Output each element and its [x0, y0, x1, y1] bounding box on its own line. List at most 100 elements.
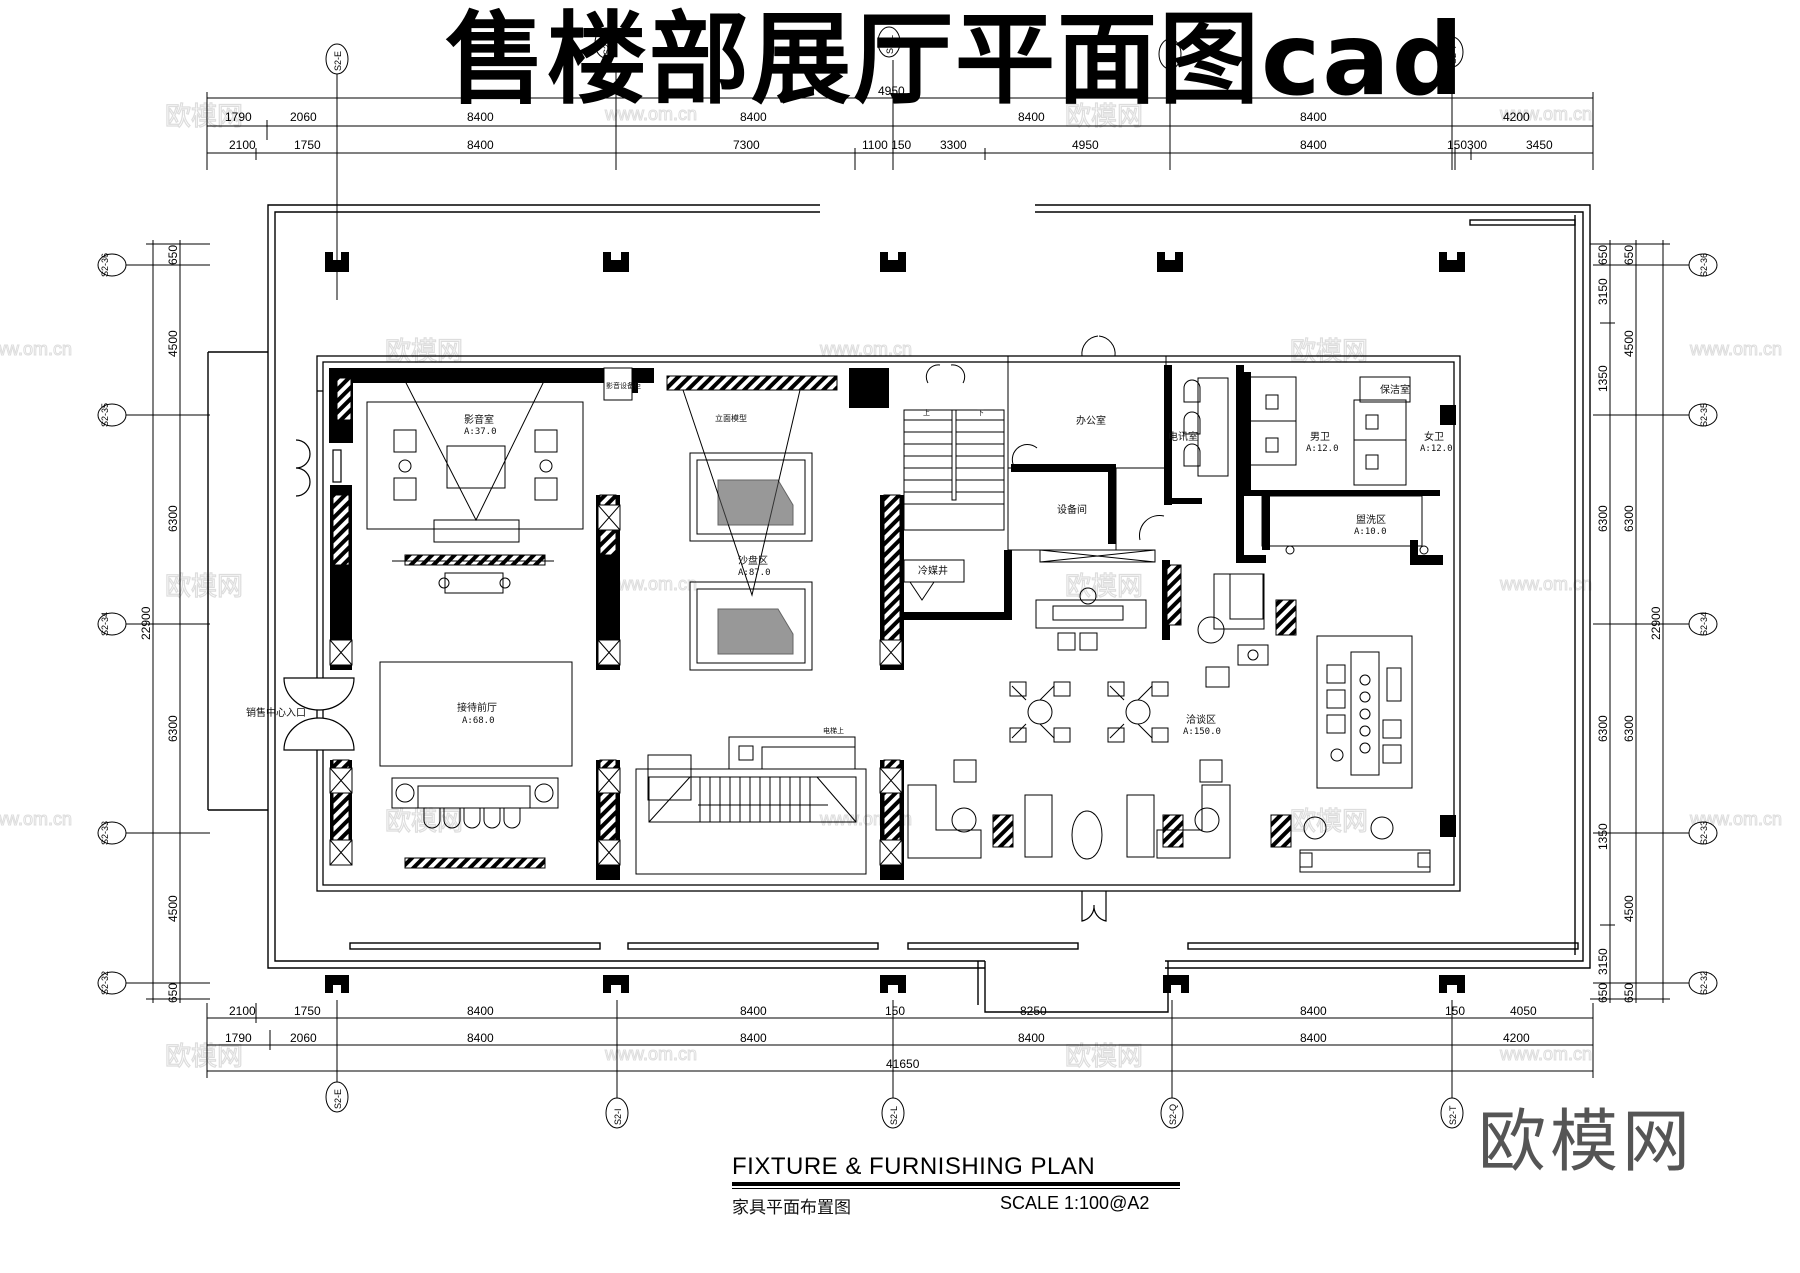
svg-text:150300: 150300 — [1447, 138, 1487, 152]
svg-text:A:87.0: A:87.0 — [738, 568, 771, 578]
svg-text:150: 150 — [1445, 1004, 1465, 1018]
svg-text:8400: 8400 — [740, 1004, 767, 1018]
room-mens-wc: 男卫 — [1310, 431, 1330, 443]
svg-text:S2-T: S2-T — [1448, 1105, 1458, 1125]
svg-text:www.om.cn: www.om.cn — [1499, 104, 1592, 124]
sand-table-area — [682, 389, 813, 671]
svg-text:4500: 4500 — [166, 330, 180, 357]
top-dimension-labels: 1790 2060 8400 8400 8400 8400 4200 4950 … — [225, 84, 1553, 152]
svg-text:4050: 4050 — [1510, 1004, 1537, 1018]
restrooms — [1183, 376, 1429, 555]
svg-text:影音设备柜: 影音设备柜 — [606, 381, 641, 390]
right-dimension-lines — [1590, 240, 1690, 1003]
top-axis-bubbles — [325, 26, 1464, 75]
svg-text:150: 150 — [885, 1004, 905, 1018]
svg-text:650: 650 — [1622, 245, 1636, 265]
svg-text:650: 650 — [1596, 245, 1610, 265]
room-negotiation: 洽谈区 — [1186, 713, 1216, 726]
svg-text:S2-Q: S2-Q — [1166, 45, 1176, 66]
svg-text:S2-36: S2-36 — [100, 253, 110, 277]
hatched-panels — [332, 375, 1297, 869]
room-coolant-shaft: 冷媒井 — [918, 564, 948, 577]
svg-text:8400: 8400 — [1018, 1031, 1045, 1045]
svg-text:3300: 3300 — [940, 138, 967, 152]
reception-area — [379, 661, 573, 829]
room-equipment: 设备间 — [1057, 503, 1087, 516]
svg-text:8400: 8400 — [467, 1031, 494, 1045]
right-dimension-labels: 650 3150 1350 6300 6300 1350 3150 650 65… — [1596, 245, 1663, 1003]
svg-text:1790: 1790 — [225, 1031, 252, 1045]
plan-title: FIXTURE & FURNISHING PLAN — [732, 1153, 1096, 1180]
svg-text:欧模网: 欧模网 — [165, 1042, 243, 1072]
svg-text:2100: 2100 — [229, 1004, 256, 1018]
plan-title-rule-thin — [732, 1188, 1180, 1189]
svg-text:www.om.cn: www.om.cn — [1689, 339, 1782, 359]
svg-text:4200: 4200 — [1503, 1031, 1530, 1045]
room-av: 影音室 — [464, 413, 494, 426]
svg-text:www.om.cn: www.om.cn — [0, 339, 72, 359]
svg-text:8400: 8400 — [1300, 138, 1327, 152]
svg-text:6300: 6300 — [166, 505, 180, 532]
svg-text:S2-Q: S2-Q — [1168, 1104, 1178, 1125]
svg-text:A:150.0: A:150.0 — [1183, 727, 1221, 737]
svg-text:欧模网: 欧模网 — [1065, 102, 1143, 132]
bottom-axis-bubbles — [325, 1081, 1464, 1129]
svg-text:1750: 1750 — [294, 138, 321, 152]
axis-labels: S2-E S2-I S2-L S2-Q S2-T S2-E S2-I S2-L … — [100, 35, 1709, 1125]
room-sand-table: 沙盘区 — [738, 554, 768, 567]
svg-text:S2-35: S2-35 — [1699, 403, 1709, 427]
room-office: 办公室 — [1076, 414, 1106, 427]
left-dimension-lines — [123, 240, 210, 1003]
svg-text:S2-34: S2-34 — [100, 612, 110, 636]
svg-text:S2-32: S2-32 — [100, 971, 110, 995]
svg-text:6300: 6300 — [1622, 715, 1636, 742]
svg-text:A:12.0: A:12.0 — [1420, 444, 1453, 454]
svg-text:1750: 1750 — [294, 1004, 321, 1018]
svg-text:S2-35: S2-35 — [100, 403, 110, 427]
svg-text:8400: 8400 — [740, 1031, 767, 1045]
av-room — [366, 367, 633, 594]
svg-text:22900: 22900 — [1649, 606, 1663, 640]
svg-text:650: 650 — [1596, 983, 1610, 1003]
svg-text:S2-36: S2-36 — [1699, 253, 1709, 277]
brand-watermark: 欧模网 — [1478, 1103, 1695, 1182]
svg-text:41650: 41650 — [886, 1057, 920, 1071]
svg-text:A:10.0: A:10.0 — [1354, 527, 1387, 537]
svg-text:欧模网: 欧模网 — [1065, 1042, 1143, 1072]
svg-text:www.om.cn: www.om.cn — [819, 339, 912, 359]
svg-text:电梯上: 电梯上 — [823, 726, 844, 735]
svg-text:1350: 1350 — [1596, 365, 1610, 392]
bottom-door — [1081, 891, 1107, 922]
svg-text:欧模网: 欧模网 — [165, 102, 243, 132]
svg-text:6300: 6300 — [1596, 715, 1610, 742]
plan-subtitle: 家具平面布置图 — [732, 1198, 851, 1218]
svg-text:S2-I: S2-I — [613, 1108, 623, 1125]
svg-text:www.om.cn: www.om.cn — [1499, 574, 1592, 594]
room-womens-wc: 女卫 — [1424, 430, 1444, 443]
svg-text:欧模网: 欧模网 — [1290, 807, 1368, 837]
svg-text:8400: 8400 — [740, 110, 767, 124]
room-wash-area: 盥洗区 — [1356, 514, 1386, 526]
svg-text:S2-I: S2-I — [602, 38, 612, 55]
svg-text:下: 下 — [977, 409, 984, 417]
svg-text:650: 650 — [166, 983, 180, 1003]
svg-text:S2-E: S2-E — [333, 1089, 343, 1109]
svg-text:S2-T: S2-T — [1448, 44, 1458, 64]
svg-text:3150: 3150 — [1596, 278, 1610, 305]
svg-text:1350: 1350 — [1596, 823, 1610, 850]
svg-text:22900: 22900 — [139, 606, 153, 640]
svg-text:www.om.cn: www.om.cn — [604, 104, 697, 124]
entrance-doors — [283, 439, 355, 751]
svg-text:2060: 2060 — [290, 1031, 317, 1045]
room-reception: 接待前厅 — [457, 701, 497, 714]
structural-columns — [325, 252, 1465, 993]
svg-text:www.om.cn: www.om.cn — [1499, 1044, 1592, 1064]
svg-text:4200: 4200 — [1503, 110, 1530, 124]
svg-text:8400: 8400 — [467, 138, 494, 152]
svg-text:7300: 7300 — [733, 138, 760, 152]
svg-text:8400: 8400 — [1018, 110, 1045, 124]
svg-text:S2-34: S2-34 — [1699, 612, 1709, 636]
sales-entrance-label: 销售中心入口 — [246, 706, 306, 719]
svg-text:3150: 3150 — [1596, 948, 1610, 975]
svg-text:立面模型: 立面模型 — [715, 413, 747, 423]
